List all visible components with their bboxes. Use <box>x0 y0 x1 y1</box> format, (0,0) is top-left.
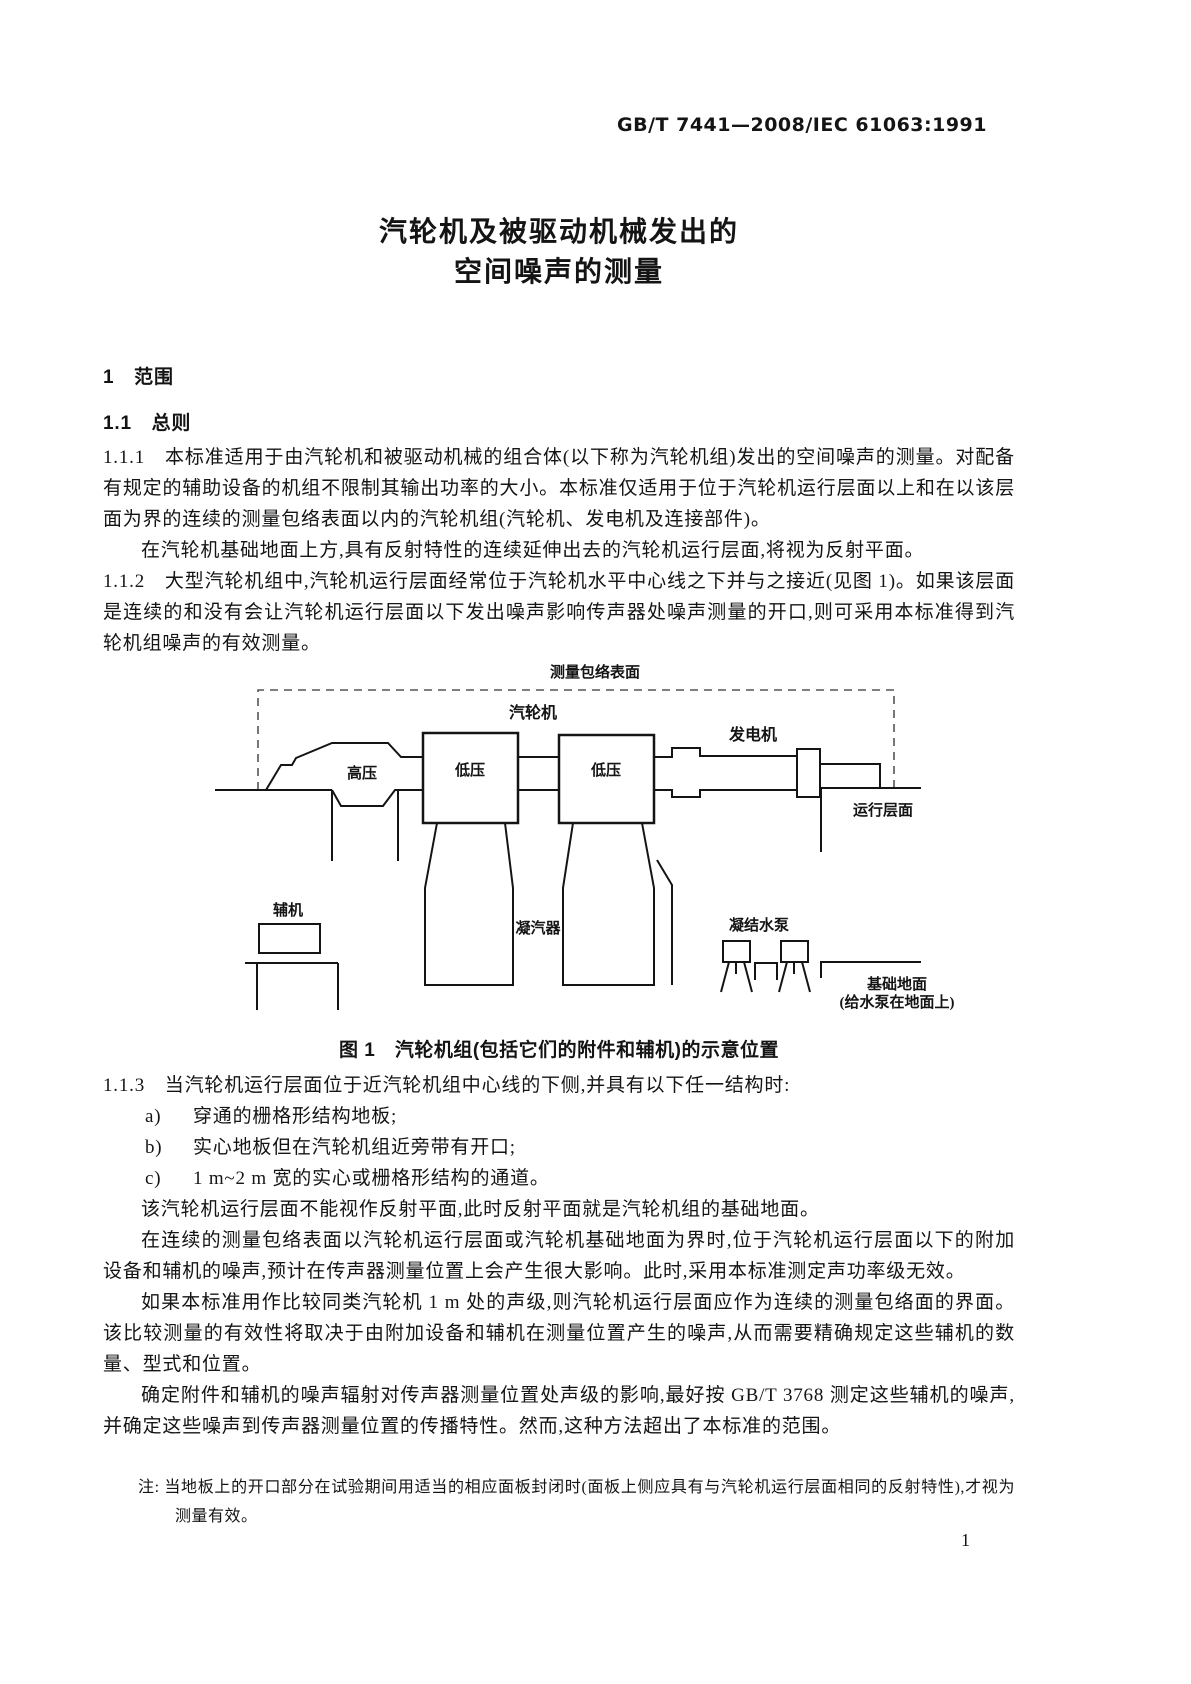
paragraph-1-1-3-e: 确定附件和辅机的噪声辐射对传声器测量位置处声级的影响,最好按 GB/T 3768… <box>103 1385 1015 1437</box>
footnote-label: 注: <box>138 1479 160 1496</box>
label-turbine: 汽轮机 <box>509 703 557 722</box>
label-foundation-line1: 基础地面 <box>866 975 927 993</box>
paragraph-1-1-1: 1.1.1 本标准适用于由汽轮机和被驱动机械的组合体(以下称为汽轮机组)发出的空… <box>103 447 1015 530</box>
label-lp1: 低压 <box>454 761 485 779</box>
condenser-pit-wall <box>656 859 673 985</box>
condenser-2-outline <box>562 822 655 986</box>
list-item-c: c) 1 m~2 m 宽的实心或栅格形结构的通道。 <box>103 1163 1015 1194</box>
foundation-floor-left <box>245 962 339 1010</box>
lp-casing-1 <box>421 731 520 825</box>
label-auxiliary: 辅机 <box>273 901 303 919</box>
footnote-text: 当地板上的开口部分在试验期间用适当的相应面板封闭时(面板上侧应具有与汽轮机运行层… <box>164 1479 1015 1525</box>
list-text-a: 穿通的栅格形结构地板; <box>193 1106 398 1127</box>
shaft-lp1-lp2 <box>518 756 559 791</box>
section-1-1-3-block: 1.1.3 当汽轮机运行层面位于近汽轮机组中心线的下侧,并具有以下任一结构时: … <box>103 1070 1015 1442</box>
pump-base-bracket <box>754 962 778 980</box>
list-item-a: a) 穿通的栅格形结构地板; <box>103 1101 1015 1132</box>
list-marker-a: a) <box>145 1106 162 1127</box>
list-text-c: 1 m~2 m 宽的实心或栅格形结构的通道。 <box>193 1168 550 1189</box>
lp-casing-2 <box>557 733 656 825</box>
label-condensate-pump: 凝结水泵 <box>729 916 789 934</box>
paragraph-1-1-3-b: 该汽轮机运行层面不能视作反射平面,此时反射平面就是汽轮机组的基础地面。 <box>141 1199 820 1220</box>
hp-turbine-lower-casing <box>331 789 423 807</box>
condensate-pump-2 <box>780 940 809 963</box>
hp-pedestal-columns <box>331 790 399 861</box>
generator-end-block <box>819 763 881 789</box>
list-item-b: b) 实心地板但在汽轮机组近旁带有开口; <box>103 1132 1015 1163</box>
condenser-1-outline <box>424 822 514 986</box>
generator-shaft-top <box>654 747 797 758</box>
condensate-pump-2-legs <box>778 961 811 993</box>
page-number: 1 <box>961 1530 970 1550</box>
paragraph-1-1-3: 1.1.3 当汽轮机运行层面位于近汽轮机组中心线的下侧,并具有以下任一结构时: <box>103 1075 791 1096</box>
document-title: 汽轮机及被驱动机械发出的 空间噪声的测量 <box>103 212 1015 292</box>
label-foundation-line2: (给水泵在地面上) <box>840 993 955 1011</box>
foundation-floor-right <box>820 961 921 978</box>
auxiliary-machine-box <box>258 923 321 954</box>
generator-coupling-block <box>796 748 821 798</box>
list-text-b: 实心地板但在汽轮机组近旁带有开口; <box>193 1137 516 1158</box>
label-operating-floor: 运行层面 <box>853 801 913 819</box>
label-hp: 高压 <box>347 764 377 782</box>
measurement-envelope-dashed-outline <box>257 689 895 790</box>
footnote: 注: 当地板上的开口部分在试验期间用适当的相应面板封闭时(面板上侧应具有与汽轮机… <box>138 1473 1015 1531</box>
title-line-2: 空间噪声的测量 <box>453 256 664 287</box>
label-measurement-envelope: 测量包络表面 <box>550 663 640 681</box>
list-marker-b: b) <box>145 1137 163 1158</box>
label-condenser: 凝汽器 <box>515 919 561 937</box>
heading-general: 1.1 总则 <box>103 413 192 434</box>
figure-1-diagram: 测量包络表面 汽轮机 发电机 高压 低压 低压 运行层面 辅机 凝汽器 凝结水泵… <box>215 663 955 1011</box>
hp-turbine-outline <box>265 742 423 791</box>
label-lp2: 低压 <box>590 761 621 779</box>
paragraph-1-1-1-cont: 在汽轮机基础地面上方,具有反射特性的连续延伸出去的汽轮机运行层面,将视为反射平面… <box>141 540 925 561</box>
figure-caption: 图 1 汽轮机组(包括它们的附件和辅机)的示意位置 <box>338 1040 779 1061</box>
paragraph-1-1-2: 1.1.2 大型汽轮机组中,汽轮机运行层面经常位于汽轮机水平中心线之下并与之接近… <box>103 571 1015 654</box>
list-marker-c: c) <box>145 1168 162 1189</box>
label-generator: 发电机 <box>728 725 777 744</box>
paragraph-1-1-3-c: 在连续的测量包络表面以汽轮机运行层面或汽轮机基础地面为界时,位于汽轮机运行层面以… <box>103 1230 1015 1282</box>
title-line-1: 汽轮机及被驱动机械发出的 <box>378 216 739 247</box>
generator-shaft-bottom <box>654 789 797 798</box>
condensate-pump-1-legs <box>720 961 753 993</box>
heading-scope: 1 范围 <box>103 367 174 388</box>
paragraph-1-1-3-d: 如果本标准用作比较同类汽轮机 1 m 处的声级,则汽轮机运行层面应作为连续的测量… <box>103 1292 1015 1375</box>
condensate-pump-1 <box>722 940 751 963</box>
standard-code: GB/T 7441—2008/IEC 61063:1991 <box>617 114 987 136</box>
